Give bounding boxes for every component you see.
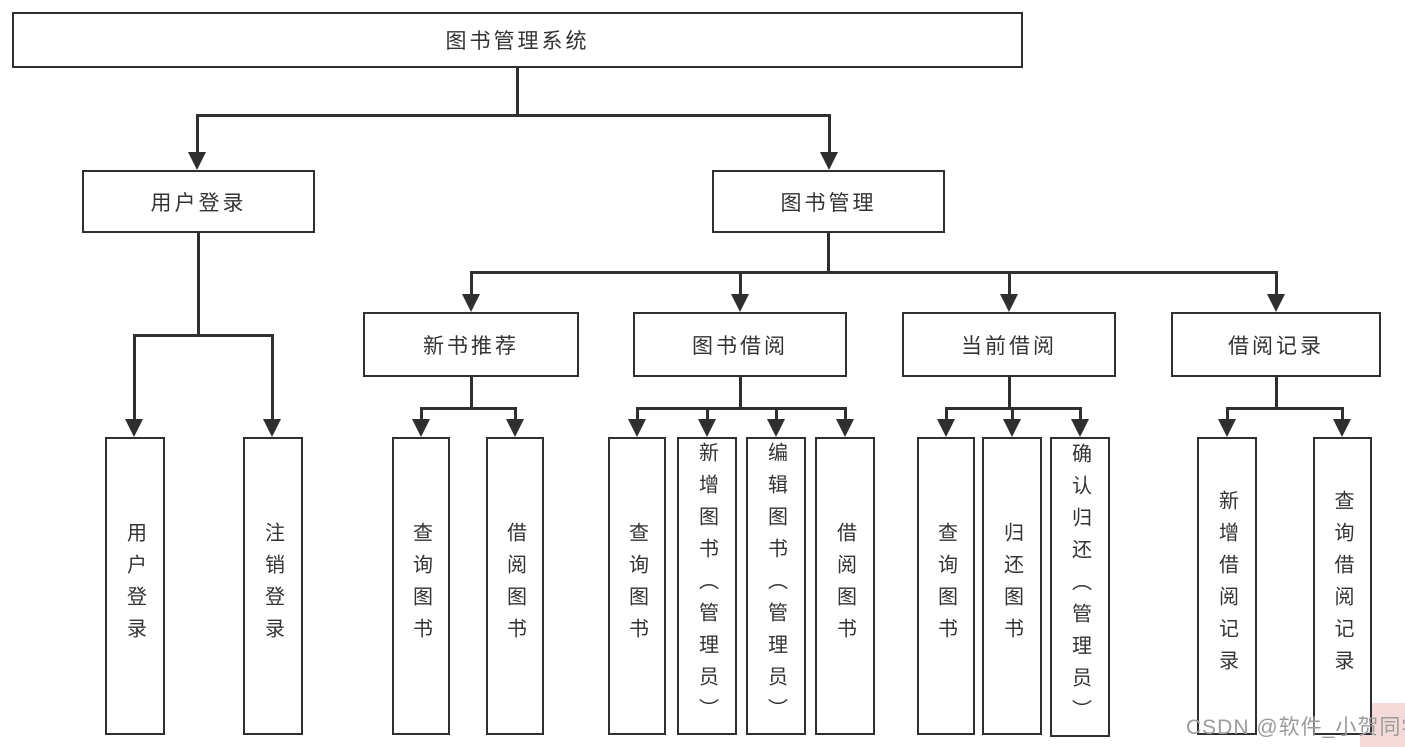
arrow-down-icon — [628, 419, 646, 437]
connector — [133, 334, 136, 422]
arrow-down-icon — [506, 419, 524, 437]
connector — [1275, 377, 1278, 410]
leaf-query-borrow-record: 查询借阅记录 — [1313, 437, 1372, 735]
connector — [1275, 271, 1278, 297]
arrow-down-icon — [1267, 294, 1285, 312]
arrow-down-icon — [836, 419, 854, 437]
leaf-edit-books-admin: 编辑图书（管理员） — [746, 437, 806, 735]
connector — [1226, 407, 1343, 410]
connector — [196, 114, 830, 117]
connector — [828, 114, 831, 156]
node-user-login: 用户登录 — [82, 170, 315, 233]
leaf-return-books: 归还图书 — [982, 437, 1042, 735]
arrow-down-icon — [767, 419, 785, 437]
connector — [133, 334, 274, 337]
arrow-down-icon — [1000, 294, 1018, 312]
leaf-query-books-1: 查询图书 — [392, 437, 450, 735]
node-book-borrowing: 图书借阅 — [633, 312, 847, 377]
arrow-down-icon — [1071, 419, 1089, 437]
connector — [470, 271, 473, 297]
leaf-borrow-books-1: 借阅图书 — [486, 437, 544, 735]
leaf-logout: 注销登录 — [243, 437, 303, 735]
connector — [1011, 407, 1014, 423]
leaf-user-login: 用户登录 — [105, 437, 165, 735]
connector — [470, 271, 1278, 274]
connector — [945, 407, 948, 423]
connector — [1008, 377, 1011, 410]
connector — [739, 271, 742, 297]
connector — [775, 407, 778, 423]
connector — [827, 233, 830, 274]
connector — [420, 407, 516, 410]
connector — [739, 377, 742, 410]
arrow-down-icon — [412, 419, 430, 437]
connector — [1079, 407, 1082, 423]
arrow-down-icon — [937, 419, 955, 437]
arrow-down-icon — [1333, 419, 1351, 437]
leaf-add-borrow-record: 新增借阅记录 — [1197, 437, 1257, 735]
arrow-down-icon — [462, 294, 480, 312]
connector — [1226, 407, 1229, 423]
node-borrowing-records: 借阅记录 — [1171, 312, 1381, 377]
arrow-down-icon — [1218, 419, 1236, 437]
connector — [516, 68, 519, 116]
node-root: 图书管理系统 — [12, 12, 1023, 68]
node-new-book-recommend: 新书推荐 — [363, 312, 579, 377]
leaf-add-books-admin: 新增图书（管理员） — [677, 437, 737, 735]
arrow-down-icon — [820, 152, 838, 170]
connector — [636, 407, 639, 423]
arrow-down-icon — [698, 419, 716, 437]
connector — [196, 114, 199, 156]
connector — [1341, 407, 1344, 423]
arrow-down-icon — [1003, 419, 1021, 437]
node-book-management: 图书管理 — [712, 170, 945, 233]
connector — [844, 407, 847, 423]
connector — [514, 407, 517, 423]
connector — [271, 334, 274, 422]
csdn-watermark: CSDN @软件_小贺同学 — [1186, 716, 1405, 739]
connector — [636, 407, 846, 410]
leaf-query-books-3: 查询图书 — [917, 437, 975, 735]
connector — [420, 407, 423, 423]
node-current-borrowing: 当前借阅 — [902, 312, 1116, 377]
arrow-down-icon — [731, 294, 749, 312]
arrow-down-icon — [263, 419, 281, 437]
leaf-confirm-return-admin: 确认归还（管理员） — [1050, 437, 1110, 737]
connector — [706, 407, 709, 423]
arrow-down-icon — [188, 152, 206, 170]
arrow-down-icon — [125, 419, 143, 437]
leaf-borrow-books-2: 借阅图书 — [815, 437, 875, 735]
leaf-query-books-2: 查询图书 — [608, 437, 666, 735]
connector — [1008, 271, 1011, 297]
connector — [470, 377, 473, 410]
connector — [197, 233, 200, 336]
